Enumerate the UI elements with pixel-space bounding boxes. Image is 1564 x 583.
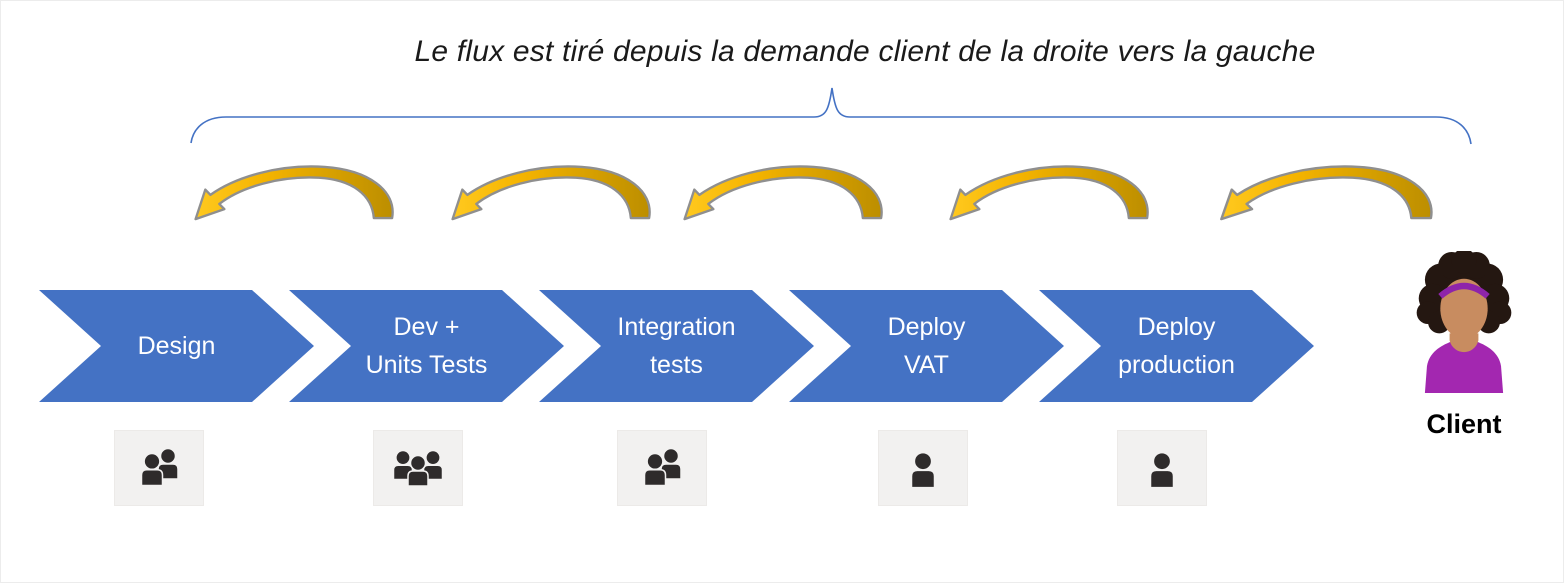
pull-arrow-icon [184,161,396,224]
stage-label-line: Design [137,332,216,360]
diagram-title: Le flux est tiré depuis la demande clien… [414,35,1316,68]
chevron-shape [539,290,814,402]
stage-label-line: tests [650,351,703,379]
team-icon [617,430,707,506]
chevron-shape [789,290,1064,402]
stage-label-line: Dev + [393,313,460,341]
stage-label: Deploy production [1039,290,1314,402]
stage-label-line: Units Tests [365,351,488,379]
chevron-shape [1039,290,1314,402]
stage-label-line: Deploy [887,313,966,341]
top-curly-brace-icon [190,87,1472,145]
pull-arrow-icon [441,161,653,224]
pull-arrow-icon [939,161,1151,224]
client-label: Client [1426,409,1502,439]
pull-arrow-icon [1209,161,1435,224]
stage-chevron-deploy-production: Deploy production [1039,290,1314,402]
stage-label: Dev + Units Tests [289,290,564,402]
stage-label-line: Integration [617,313,736,341]
stage-label-line: Deploy [1137,313,1216,341]
stage-label: Deploy VAT [789,290,1064,402]
client-avatar-icon [1416,251,1512,393]
team-icon [878,430,968,506]
stage-label: Integration tests [539,290,814,402]
team-icon [373,430,463,506]
team-icon [114,430,204,506]
stage-chevron-integration-tests: Integration tests [539,290,814,402]
stage-label-line: production [1118,351,1235,379]
stage-chevron-design: Design [39,290,314,402]
pull-arrow-icon [673,161,885,224]
stage-chevron-deploy-vat: Deploy VAT [789,290,1064,402]
stage-label-line: VAT [904,351,949,379]
chevron-shape [289,290,564,402]
chevron-shape [39,290,314,402]
stage-label: Design [39,290,314,402]
team-icon [1117,430,1207,506]
stage-chevron-dev-unit-tests: Dev + Units Tests [289,290,564,402]
